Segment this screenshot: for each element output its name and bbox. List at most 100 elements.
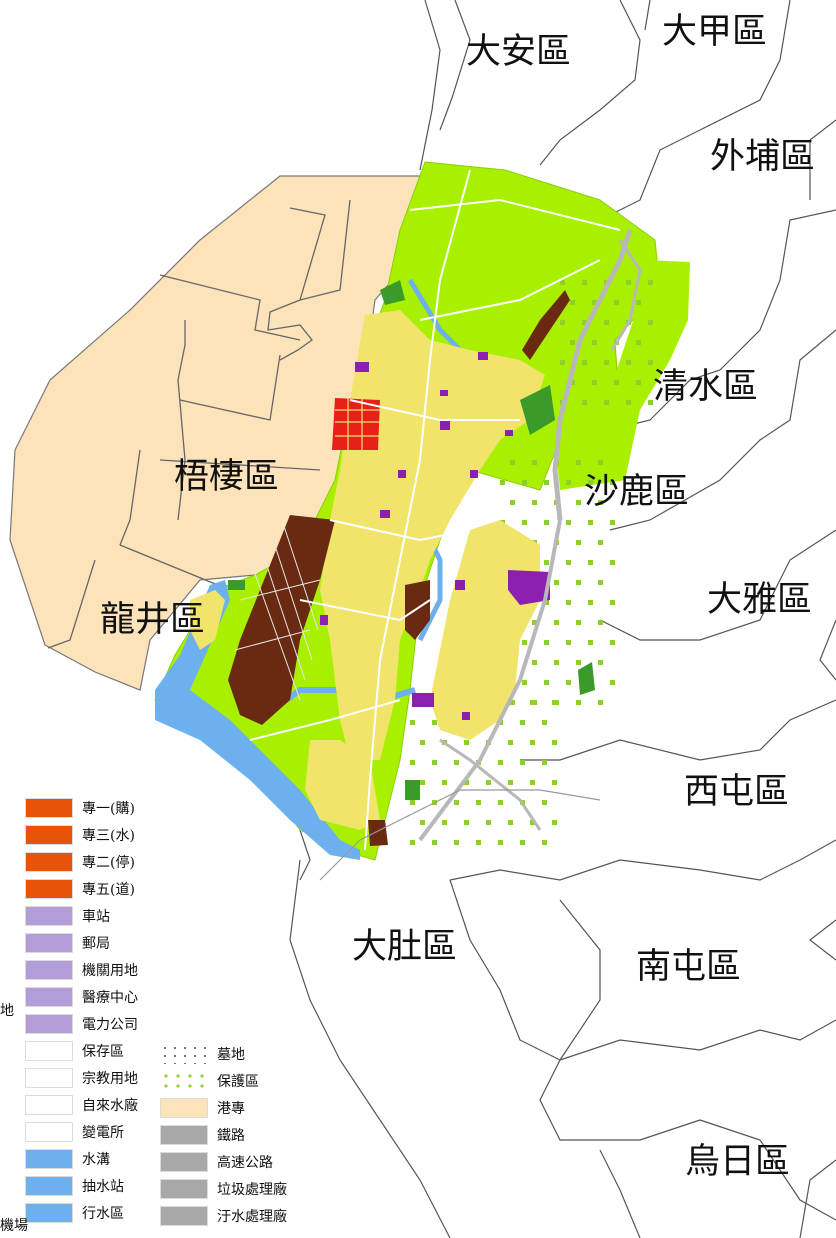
district-label-longjing: 龍井區 — [100, 600, 206, 640]
industrial-zone-south — [368, 820, 388, 846]
legend-clipped-2: 機場 — [0, 1218, 28, 1234]
park-zones — [228, 280, 595, 800]
industrial-grid — [234, 519, 321, 701]
district-label-wuri: 烏日區 — [685, 1142, 791, 1182]
legend-swatch — [25, 1176, 73, 1196]
legend-label: 保存區 — [82, 1044, 124, 1060]
district-label-dajia: 大甲區 — [662, 12, 768, 52]
legend-item: 醫療中心 — [25, 986, 138, 1008]
legend-label: 郵局 — [82, 936, 110, 952]
roads — [418, 229, 642, 842]
legend-item: 保護區 — [160, 1070, 259, 1092]
legend-label: 保護區 — [217, 1074, 259, 1090]
legend-item: 郵局 — [25, 932, 110, 954]
legend-swatch — [25, 1014, 73, 1034]
legend-swatch — [25, 1041, 73, 1061]
legend-swatch — [160, 1206, 208, 1226]
legend-swatch — [25, 798, 73, 818]
legend-label: 行水區 — [82, 1206, 124, 1222]
legend-label: 宗教用地 — [82, 1071, 138, 1087]
legend-label: 墓地 — [217, 1047, 245, 1063]
legend-swatch — [25, 1149, 73, 1169]
legend-label: 港專 — [217, 1101, 245, 1117]
river — [155, 580, 360, 860]
legend-swatch — [25, 1122, 73, 1142]
legend-label: 專一(購) — [82, 801, 135, 817]
legend-item: 機關用地 — [25, 959, 138, 981]
legend-swatch — [25, 1203, 73, 1223]
legend-label: 變電所 — [82, 1125, 124, 1141]
district-label-wuqi: 梧棲區 — [174, 457, 280, 497]
legend-label: 機關用地 — [82, 963, 138, 979]
legend-swatch — [160, 1098, 208, 1118]
legend-item: 專三(水) — [25, 824, 135, 846]
commercial-grid — [335, 398, 380, 450]
legend-label: 高速公路 — [217, 1155, 273, 1171]
legend-label: 專二(停) — [82, 855, 135, 871]
district-label-xitun: 西屯區 — [684, 772, 790, 812]
legend-item: 專一(購) — [25, 797, 135, 819]
legend-swatch — [25, 879, 73, 899]
legend-item: 車站 — [25, 905, 110, 927]
industrial-zone-north — [522, 290, 570, 360]
commercial-zone — [332, 398, 380, 450]
legend-item: 宗教用地 — [25, 1067, 138, 1089]
district-label-waipu: 外埔區 — [710, 137, 816, 177]
legend-swatch — [25, 960, 73, 980]
legend-item: 專二(停) — [25, 851, 135, 873]
legend-label: 車站 — [82, 909, 110, 925]
highway-line — [319, 789, 601, 881]
legend-swatch — [25, 906, 73, 926]
legend-label: 專五(道) — [82, 882, 135, 898]
legend-clipped-1: 地 — [0, 1003, 14, 1019]
legend-item: 抽水站 — [25, 1175, 124, 1197]
legend-item: 水溝 — [25, 1148, 110, 1170]
legend-swatch — [160, 1179, 208, 1199]
residential-zone-west — [190, 590, 225, 650]
district-label-qingshui: 清水區 — [653, 367, 759, 407]
industrial-zone-mid — [405, 580, 430, 640]
legend-label: 專三(水) — [82, 828, 135, 844]
legend-swatch — [160, 1044, 208, 1064]
legend-item: 電力公司 — [25, 1013, 138, 1035]
legend-item: 垃圾處理廠 — [160, 1178, 287, 1200]
port-lines — [47, 199, 351, 649]
legend-label: 抽水站 — [82, 1179, 124, 1195]
legend-label: 垃圾處理廠 — [217, 1182, 287, 1198]
legend-swatch — [25, 1068, 73, 1088]
legend-item: 鐵路 — [160, 1124, 245, 1146]
residential-zone-east — [430, 520, 540, 740]
legend-item: 變電所 — [25, 1121, 124, 1143]
residential-zone-south — [305, 740, 380, 830]
agriculture-zone-east — [555, 260, 690, 490]
legend-swatch — [160, 1125, 208, 1145]
legend-label: 汙水處理廠 — [217, 1209, 287, 1225]
legend-swatch — [25, 852, 73, 872]
legend-item: 專五(道) — [25, 878, 135, 900]
legend-swatch — [25, 825, 73, 845]
legend-item: 港專 — [160, 1097, 245, 1119]
district-label-dadu: 大肚區 — [352, 927, 458, 967]
legend-label: 電力公司 — [82, 1017, 138, 1033]
legend-item: 行水區 — [25, 1202, 124, 1224]
legend-swatch — [25, 933, 73, 953]
legend-label: 自來水廠 — [82, 1098, 138, 1114]
district-label-daya: 大雅區 — [707, 580, 813, 620]
legend-label: 水溝 — [82, 1152, 110, 1168]
legend-swatch — [25, 987, 73, 1007]
district-label-daan: 大安區 — [466, 32, 572, 72]
legend-swatch — [160, 1071, 208, 1091]
legend-item: 墓地 — [160, 1043, 245, 1065]
legend-item: 自來水廠 — [25, 1094, 138, 1116]
legend-label: 醫療中心 — [82, 990, 138, 1006]
industrial-zone-west — [228, 515, 335, 725]
public-facilities — [320, 352, 550, 720]
legend-item: 汙水處理廠 — [160, 1205, 287, 1227]
legend-swatch — [160, 1152, 208, 1172]
legend-item: 保存區 — [25, 1040, 124, 1062]
legend-item: 高速公路 — [160, 1151, 273, 1173]
legend-label: 鐵路 — [217, 1128, 245, 1144]
legend-swatch — [25, 1095, 73, 1115]
district-label-shalu: 沙鹿區 — [584, 472, 690, 512]
